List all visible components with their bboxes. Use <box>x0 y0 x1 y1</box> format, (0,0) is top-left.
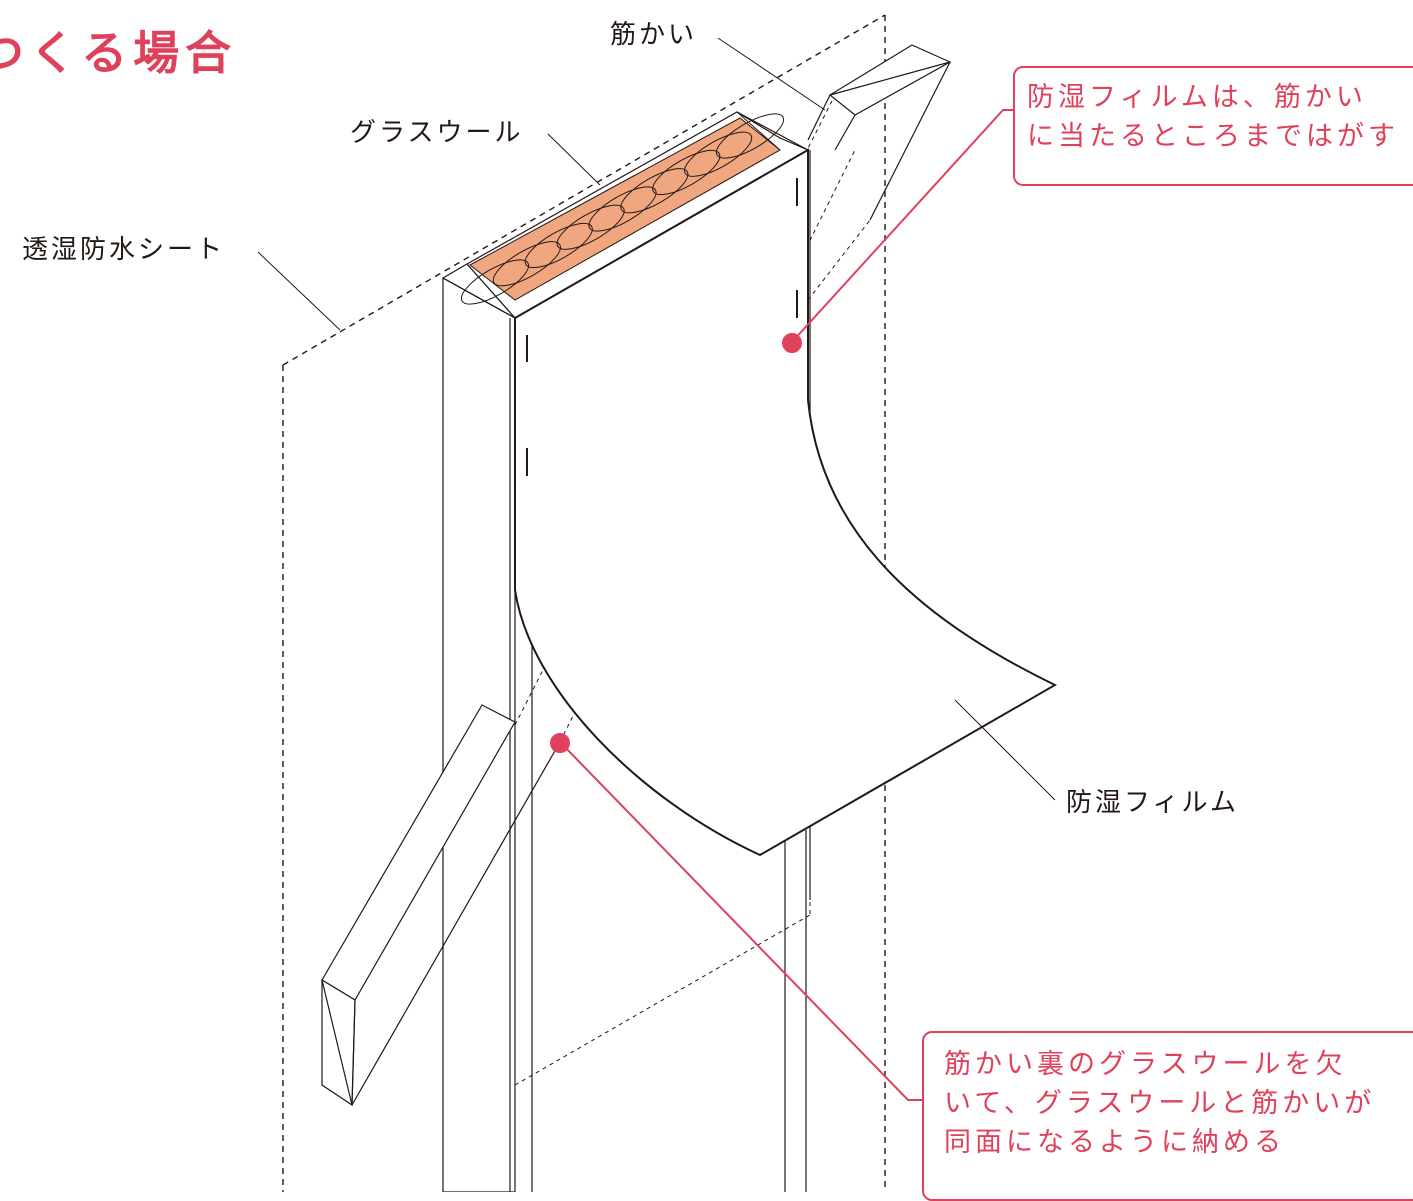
callout-top-line-2: に当たるところまではがす <box>1027 121 1399 153</box>
callout-bottom: 筋かい裏のグラスウールを欠 いて、グラスウールと筋かいが 同面になるように納める <box>922 1031 1413 1201</box>
callout-bottom-line-1: 筋かい裏のグラスウールを欠 <box>944 1049 1347 1080</box>
callout-pointers <box>550 109 1015 1101</box>
label-breathable-sheet: 透湿防水シート <box>22 235 226 265</box>
callout-top: 防湿フィルムは、筋かい に当たるところまではがす <box>1013 66 1413 186</box>
label-glass-wool: グラスウール <box>350 118 524 148</box>
vapor-film <box>514 148 1058 857</box>
wool-loop <box>460 259 530 305</box>
wool-loop <box>620 168 689 214</box>
brace-lower <box>321 704 561 1107</box>
page-title: つくる場合 <box>0 26 238 80</box>
wool-loop <box>684 131 753 177</box>
callout-top-line-1: 防湿フィルムは、筋かい <box>1027 82 1367 113</box>
brace-upper <box>807 44 952 221</box>
wool-loop <box>588 186 657 232</box>
label-leaders <box>257 37 1056 801</box>
wool-loop <box>652 149 721 196</box>
wool-loop <box>524 222 593 269</box>
pointer-dot-top <box>782 333 802 353</box>
wool-loop <box>556 204 625 250</box>
label-brace: 筋かい <box>610 20 698 50</box>
wool-loop <box>492 241 561 287</box>
staple-marks <box>526 178 798 476</box>
callout-bottom-line-2: いて、グラスウールと筋かいが <box>944 1088 1376 1120</box>
pointer-dot-bottom <box>550 733 570 753</box>
wool-loop <box>715 113 785 159</box>
brace-diagonal <box>807 219 871 301</box>
callout-bottom-line-3: 同面になるように納める <box>944 1127 1285 1159</box>
glass-wool <box>442 111 810 319</box>
label-vapor-film: 防湿フィルム <box>1066 788 1239 818</box>
